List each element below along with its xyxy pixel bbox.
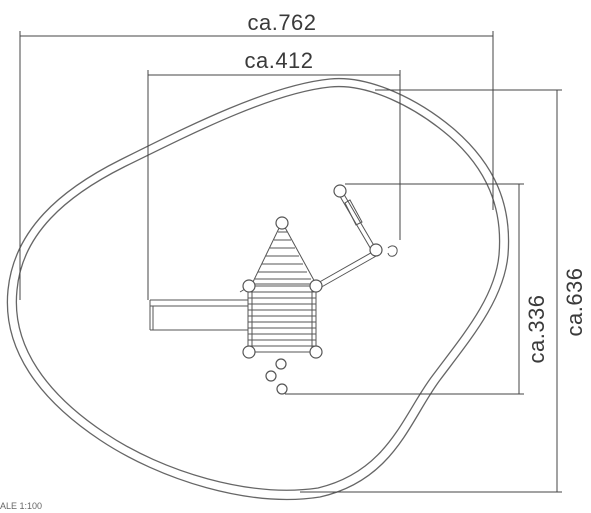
- stepping-post-1: [275, 358, 287, 370]
- safety-zone-outline: [6, 77, 510, 500]
- safety-zone-outer-line: [6, 77, 510, 500]
- platform-deck: [247, 285, 317, 353]
- play-structure: [149, 184, 398, 395]
- post-deck-top-left: [242, 279, 256, 293]
- dimension-lines: [19, 31, 562, 493]
- dim-336-label: ca.336: [524, 294, 549, 363]
- post-deck-bottom-left: [242, 345, 256, 359]
- dim-636-label: ca.636: [562, 267, 587, 336]
- post-arm-joint: [369, 243, 383, 257]
- roof-triangle: [251, 220, 317, 285]
- posts: [242, 184, 383, 395]
- rope-arm: [239, 190, 379, 293]
- post-deck-bottom-right: [309, 345, 323, 359]
- scale-label: ALE 1:100: [0, 501, 42, 511]
- hook: [387, 245, 398, 257]
- dim-762-label: ca.762: [247, 10, 316, 35]
- post-arm-top: [333, 184, 347, 198]
- slide: [149, 299, 248, 331]
- dim-412-label: ca.412: [244, 48, 313, 73]
- stepping-post-2: [265, 370, 277, 382]
- stepping-post-3: [276, 383, 288, 395]
- post-roof-top: [275, 216, 289, 230]
- post-deck-top-right: [309, 279, 323, 293]
- safety-zone-inner-line: [15, 85, 501, 491]
